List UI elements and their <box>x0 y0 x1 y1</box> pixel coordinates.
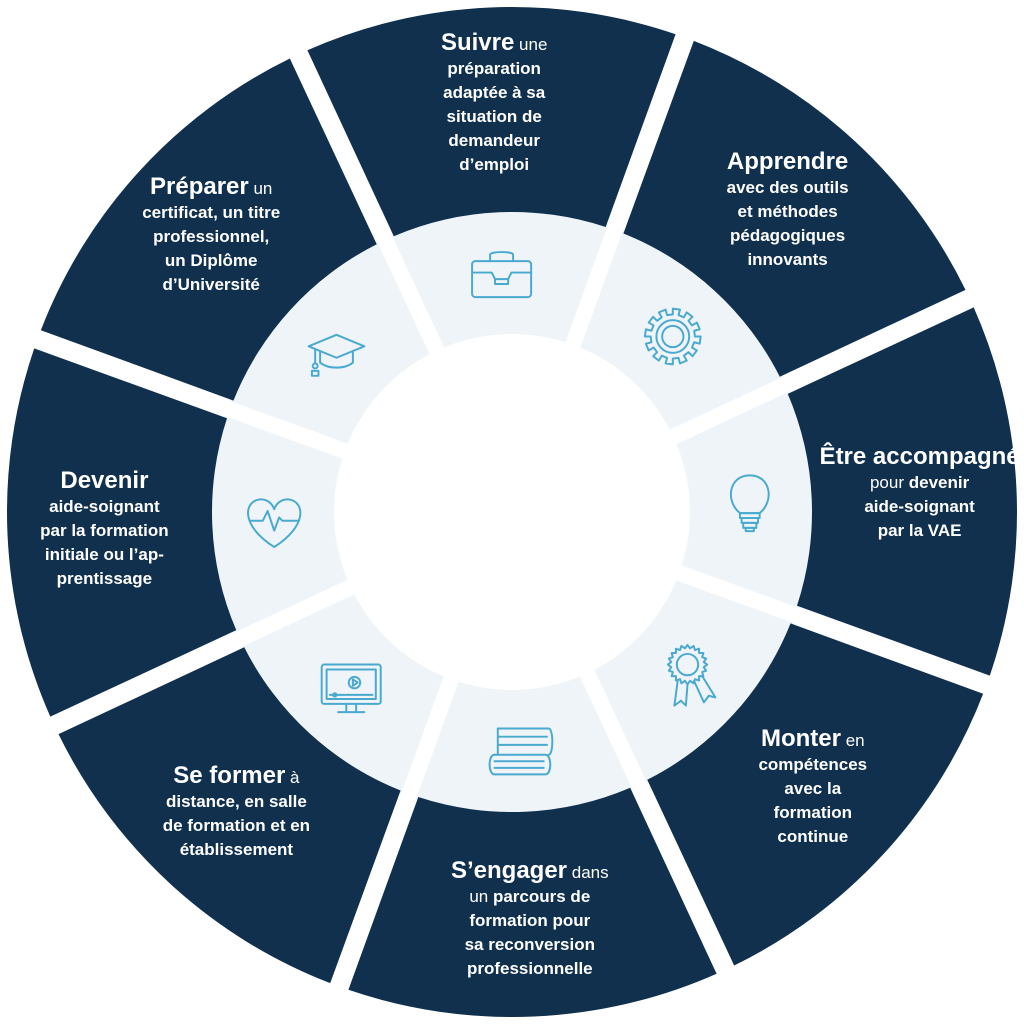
segment-title: Apprendre <box>726 148 849 176</box>
ring-divider <box>399 676 459 803</box>
segment-line: formation pour <box>451 909 609 933</box>
segment-line: sa reconversion <box>451 933 609 957</box>
ring-divider <box>579 669 649 793</box>
segment-title-suffix: une <box>514 35 548 55</box>
segment-line: situation de <box>446 107 542 127</box>
segment-line: professionnelle <box>451 957 609 981</box>
lightbulb-icon <box>729 474 770 533</box>
segment-line: par la VAE <box>820 519 1020 543</box>
segment-label: Monter en compétences avec la formation cont… <box>758 724 868 849</box>
segment-title: Devenir <box>60 466 149 494</box>
segment-line: avec des outils <box>726 178 849 198</box>
books-icon <box>488 727 554 776</box>
segment-label: Se former à distance, en salle de formatio… <box>162 761 311 862</box>
ring-divider <box>231 579 355 649</box>
briefcase-icon <box>471 251 533 299</box>
ring-divider <box>375 231 445 355</box>
segment-3 <box>307 7 676 237</box>
segment-title-suffix: un <box>248 179 273 199</box>
heart-pulse-icon <box>247 498 302 548</box>
segment-line: professionnel, <box>153 227 270 247</box>
segment-line: continue <box>777 826 849 846</box>
segment-line: avec la <box>784 778 842 798</box>
segment-line: prentissage <box>56 568 153 588</box>
segment-line-part: un <box>469 886 493 906</box>
ring-divider <box>221 399 348 459</box>
ring-divider <box>669 375 793 445</box>
segment-line: compétences <box>758 754 868 774</box>
segment-title: Être accompagné <box>819 443 1020 471</box>
segment-line: innovants <box>747 250 828 270</box>
center-circle <box>334 334 690 690</box>
segment-line: et méthodes <box>737 202 838 222</box>
segment-line: de formation et en <box>162 815 311 835</box>
segment-line-part: pour <box>869 473 909 493</box>
segment-line: d’emploi <box>459 155 530 175</box>
segment-5 <box>787 307 1017 676</box>
award-ribbon-icon <box>666 643 717 707</box>
segment-4 <box>623 40 966 377</box>
segment-2 <box>40 58 377 401</box>
segment-1 <box>7 348 237 717</box>
segment-line: demandeur <box>448 131 540 151</box>
segment-7 <box>348 787 717 1017</box>
segment-title-suffix: à <box>285 767 300 787</box>
segment-line: adaptée à sa <box>443 83 546 103</box>
segment-title-suffix: en <box>840 730 865 750</box>
segment-line: formation <box>773 802 852 822</box>
segment-line: un Diplôme <box>164 251 258 271</box>
segment-6 <box>647 623 984 966</box>
segment-title: Préparer <box>149 173 249 201</box>
segment-line: établissement <box>179 839 294 859</box>
segment-line: pour devenir <box>820 471 1020 495</box>
segment-line-part: parcours de <box>492 886 591 906</box>
segment-title: Se former <box>173 761 286 789</box>
segment-line: pédagogiques <box>729 226 846 246</box>
segment-8 <box>58 647 401 984</box>
segment-title: Suivre <box>440 29 515 57</box>
segment-title: S’engager <box>450 856 568 884</box>
segment-line-part: sa reconversion <box>464 934 595 954</box>
ring-divider <box>565 221 625 348</box>
segment-line: un parcours de <box>451 885 609 909</box>
segment-line: certificat, un titre <box>142 203 281 223</box>
segment-line: aide-soignant <box>820 495 1020 519</box>
segment-title: Monter <box>760 724 841 752</box>
segment-line: d’Université <box>162 275 260 295</box>
segment-label: Suivre une préparation adaptée à sa situati… <box>441 31 547 177</box>
segment-line: distance, en salle <box>165 791 307 811</box>
gear-icon <box>643 307 702 366</box>
segment-line-part: professionnelle <box>466 958 593 978</box>
segment-title-suffix: dans <box>567 862 609 882</box>
segment-line-part: par la VAE <box>877 521 962 541</box>
segment-label: Préparer un certificat, un titre professio… <box>142 175 280 297</box>
segment-line-part: formation pour <box>469 910 591 930</box>
segment-line: initiale ou l’ap- <box>44 544 164 564</box>
segment-line: aide-soignant <box>49 496 160 516</box>
ring-divider <box>676 565 803 625</box>
segment-line: par la formation <box>40 520 169 540</box>
segment-line-part: devenir <box>908 473 970 493</box>
segment-line: préparation <box>447 59 541 79</box>
segment-line-part: aide-soignant <box>864 497 975 517</box>
graduation-cap-icon <box>307 333 366 377</box>
monitor-video-icon <box>320 663 382 714</box>
